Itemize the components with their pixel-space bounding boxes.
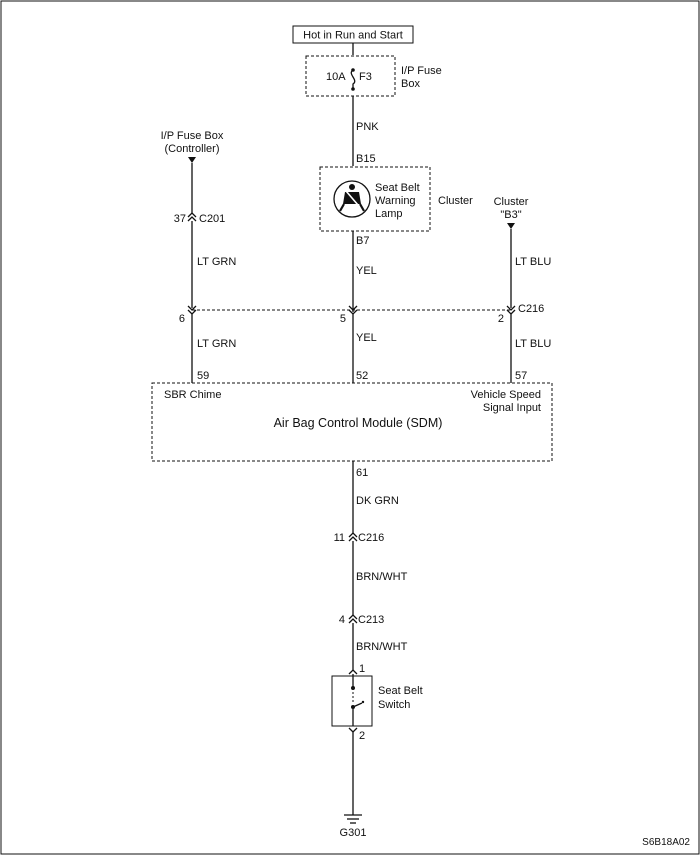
ground-label: G301 — [340, 827, 367, 839]
pin-61: 61 — [356, 467, 368, 479]
pin-11: 11 — [334, 532, 345, 544]
module-title: Air Bag Control Module (SDM) — [274, 416, 443, 430]
wire-label-yel-upper: YEL — [356, 265, 377, 277]
connector-c216-bottom-icon — [348, 532, 358, 542]
wire-label-ltblu-upper: LT BLU — [515, 256, 551, 268]
cluster-lamp-box — [319, 166, 431, 232]
lamp-label-line3: Lamp — [375, 208, 403, 220]
wire-label-brnwht-lower: BRN/WHT — [356, 641, 408, 653]
wire-label-brnwht-upper: BRN/WHT — [356, 571, 408, 583]
switch-pin-2-icon — [348, 727, 358, 733]
switch-pin-1-icon — [348, 669, 358, 675]
lamp-label-line2: Warning — [375, 195, 416, 207]
seat-belt-switch-icon — [351, 674, 365, 726]
cluster-label: Cluster — [438, 195, 473, 207]
switch-label-line1: Seat Belt — [378, 685, 423, 697]
wire-label-dkgrn: DK GRN — [356, 495, 399, 507]
seat-belt-switch-box — [331, 675, 373, 727]
fuse-icon — [350, 68, 356, 91]
right-source-label-line2: "B3" — [500, 209, 521, 221]
lamp-label-line1: Seat Belt — [375, 182, 420, 194]
connector-c201-label: C201 — [199, 213, 225, 225]
module-left-label: SBR Chime — [164, 389, 221, 401]
ground-icon — [344, 814, 362, 824]
seat-belt-warning-icon — [333, 180, 371, 218]
right-source-terminal-icon — [507, 223, 515, 229]
pin-6: 6 — [179, 313, 185, 325]
left-source-label-line2: (Controller) — [164, 143, 219, 155]
switch-pin-2: 2 — [359, 730, 365, 742]
sdm-module-box — [151, 382, 553, 462]
pin-52: 52 — [356, 370, 368, 382]
pin-57: 57 — [515, 370, 527, 382]
power-label: Hot in Run and Start — [303, 30, 403, 42]
pin-59: 59 — [197, 370, 209, 382]
pin-4: 4 — [339, 614, 345, 626]
connector-c213-label: C213 — [358, 614, 384, 626]
connector-c216-top-label: C216 — [518, 303, 544, 315]
pin-5: 5 — [340, 313, 346, 325]
wire-label-yel-lower: YEL — [356, 332, 377, 344]
wire-label-ltblu-lower: LT BLU — [515, 338, 551, 350]
module-right-label-line2: Signal Input — [483, 402, 541, 414]
fuse-box — [305, 55, 396, 97]
right-source-label-line1: Cluster — [494, 196, 529, 208]
wire-label-ltgrn-upper: LT GRN — [197, 256, 236, 268]
connector-c216-bottom-label: C216 — [358, 532, 384, 544]
figure-id: S6B18A02 — [642, 837, 690, 848]
wire-label-pnk: PNK — [356, 121, 379, 133]
fuse-box-label-line1: I/P Fuse — [401, 65, 442, 77]
pin-37: 37 — [174, 213, 186, 225]
connector-c201-icon — [187, 212, 197, 222]
left-source-label-line1: I/P Fuse Box — [161, 130, 224, 142]
connector-c213-icon — [348, 614, 358, 624]
fuse-box-label-line2: Box — [401, 78, 420, 90]
pin-b15: B15 — [356, 153, 376, 165]
left-source-terminal-icon — [188, 157, 196, 163]
fuse-id: F3 — [359, 71, 372, 83]
fuse-amperage: 10A — [326, 71, 346, 83]
wire-label-ltgrn-lower: LT GRN — [197, 338, 236, 350]
switch-label-line2: Switch — [378, 699, 410, 711]
module-right-label-line1: Vehicle Speed — [471, 389, 541, 401]
pin-b7: B7 — [356, 235, 369, 247]
pin-2: 2 — [498, 313, 504, 325]
switch-pin-1: 1 — [359, 663, 365, 675]
